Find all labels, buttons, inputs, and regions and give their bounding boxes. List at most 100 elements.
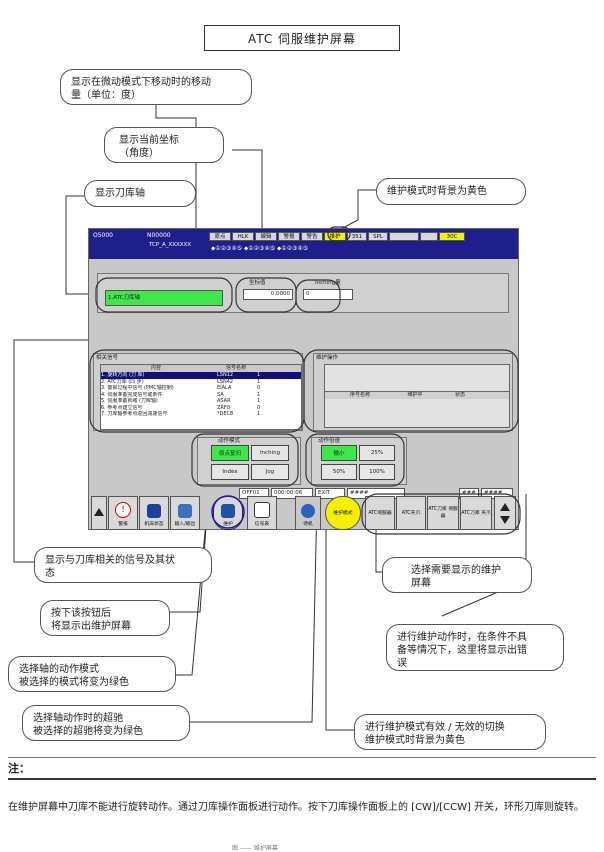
arrow-up-icon bbox=[94, 508, 104, 516]
maint-col-status: 状态 bbox=[454, 392, 465, 398]
callout-line: 被选择的模式将变为绿色 bbox=[19, 677, 129, 688]
arrow-down-icon bbox=[500, 515, 510, 524]
callout-current-coord: 显示当前坐标 （角度） bbox=[104, 127, 224, 163]
rule-top bbox=[8, 757, 596, 758]
callout-error-msg: 进行维护动作时，在条件不具 备等情况下，这里将显示出错 误 bbox=[386, 624, 564, 671]
note-title: 注： bbox=[8, 762, 30, 775]
maintenance-panel-title: 维护操作 bbox=[316, 355, 339, 361]
softkey-label: 警报 bbox=[118, 522, 128, 527]
coord-label: 坐标值 bbox=[249, 280, 266, 286]
signal-value: 1 bbox=[257, 391, 261, 398]
softkey-label: 机床状态 bbox=[144, 522, 164, 527]
prev-page-button[interactable] bbox=[91, 496, 107, 530]
jog-amount-input[interactable]: 0 bbox=[303, 289, 353, 300]
override-50-button[interactable]: 50% bbox=[321, 464, 357, 480]
mode-jog-button[interactable]: Jog bbox=[251, 464, 289, 480]
sub-title: TCP_A_XXXXXX bbox=[149, 242, 192, 248]
tab-blank-1 bbox=[389, 232, 419, 241]
arrow-up-icon bbox=[500, 502, 510, 511]
softkey-atc-mag-servo[interactable]: ATC刀库 伺服器 bbox=[427, 496, 459, 530]
callout-line: 显示在微动模式下移动时的移动 bbox=[71, 77, 211, 88]
softkey-maint-mode[interactable]: 维护模式 bbox=[325, 496, 361, 530]
override-100-button[interactable]: 100% bbox=[359, 464, 395, 480]
signal-name: ASAR bbox=[217, 398, 231, 404]
tab-warning[interactable]: 警告 bbox=[301, 232, 323, 241]
softkey-atc-gripper[interactable]: ATC夹爪 bbox=[396, 496, 426, 530]
tab-351[interactable]: 351 bbox=[347, 232, 367, 241]
program-number: O5000 bbox=[93, 232, 113, 239]
signal-content: 7. 刀库轴参考点返回减速信号 bbox=[101, 411, 168, 417]
softkey-label: ATC伺服器 bbox=[368, 510, 392, 516]
softkey-io[interactable]: 输入/输出 bbox=[170, 496, 200, 530]
callout-line: （角度） bbox=[119, 148, 159, 159]
callout-line: 备等情况下，这里将显示出错 bbox=[397, 645, 527, 656]
softkey-bar: ! 警报 机床状态 输入/输出 维护 信号表 待机 维护模式 ATC伺服器 bbox=[89, 496, 518, 530]
signal-content: 6. 参考点建立信号 bbox=[101, 404, 143, 411]
maintenance-table: 序号名称 维护中 状态 bbox=[324, 364, 510, 428]
softkey-atc-servo[interactable]: ATC伺服器 bbox=[365, 496, 395, 530]
callout-line: 维护模式时背景为黄色 bbox=[387, 186, 487, 197]
signal-value: 1 bbox=[257, 372, 261, 378]
tab-alarm[interactable]: 警报 bbox=[278, 232, 300, 241]
signal-table-header: 内容 信号名称 bbox=[101, 365, 301, 372]
callout-line: 选择需要显示的维护 bbox=[411, 565, 501, 576]
signal-content: 3. 警报过程中信号 (PMC轴控制) bbox=[101, 385, 174, 391]
tab-blank-2 bbox=[420, 232, 438, 241]
callout-press-button: 按下该按钮后 将显示出维护屏幕 bbox=[40, 600, 170, 636]
signal-table-icon bbox=[254, 502, 270, 518]
standby-icon bbox=[301, 504, 315, 518]
signal-row[interactable]: 1. 旋转方向 (刀 库) LSN12 1 bbox=[101, 372, 301, 379]
tab-edit[interactable]: 编辑 bbox=[255, 232, 277, 241]
callout-line: 屏幕 bbox=[411, 578, 431, 589]
callout-line: 维护模式时背景为黄色 bbox=[365, 735, 465, 746]
signal-name: LSN12 bbox=[217, 372, 234, 378]
maint-col-name: 序号名称 bbox=[349, 392, 370, 398]
mode-index-button[interactable]: Index bbox=[211, 464, 249, 480]
softkey-label: 维护 bbox=[223, 522, 233, 527]
io-icon bbox=[178, 504, 192, 518]
softkey-label: 输入/输出 bbox=[174, 522, 196, 527]
callout-line: 进行维护模式有效 / 无效的切换 bbox=[365, 722, 505, 733]
softkey-standby[interactable]: 待机 bbox=[295, 496, 321, 530]
callout-jog-amount: 显示在微动模式下移动时的移动 量（单位：度） bbox=[60, 69, 252, 105]
tab-hlk[interactable]: HLK bbox=[232, 232, 254, 241]
override-25-button[interactable]: 25% bbox=[359, 445, 395, 461]
softkey-label: ATC夹爪 bbox=[401, 510, 421, 516]
mode-panel-title: 动作模式 bbox=[218, 438, 241, 444]
callout-axis-mode: 选择轴的动作模式 被选择的模式将变为绿色 bbox=[8, 656, 176, 692]
sequence-number: N00000 bbox=[147, 232, 171, 239]
softkey-signal-table[interactable]: 信号表 bbox=[247, 496, 277, 530]
tab-spl[interactable]: SPL bbox=[368, 232, 388, 241]
signal-name: LSN42 bbox=[217, 378, 234, 385]
page-scroll-buttons[interactable] bbox=[494, 496, 516, 530]
callout-select-screen: 选择需要显示的维护 屏幕 bbox=[382, 557, 532, 593]
softkey-alarm[interactable]: ! 警报 bbox=[108, 496, 138, 530]
callout-line: 显示当前坐标 bbox=[119, 135, 179, 146]
mode-inching-button[interactable]: Inching bbox=[251, 445, 289, 461]
callout-line: 态 bbox=[45, 568, 55, 579]
softkey-atc-mag-gripper[interactable]: ATC刀库 夹爪 bbox=[460, 496, 492, 530]
signal-content: 1. 旋转方向 (刀 库) bbox=[101, 372, 145, 378]
mode-home-button[interactable]: 原点复归 bbox=[211, 445, 249, 461]
callout-line: 误 bbox=[397, 658, 407, 669]
signal-value: 1 bbox=[257, 411, 261, 417]
override-tiny-button[interactable]: 微小 bbox=[321, 445, 357, 461]
callout-line: 量（单位：度） bbox=[71, 90, 141, 101]
softkey-machine-status[interactable]: 机床状态 bbox=[139, 496, 169, 530]
callout-line: 选择轴动作时的超驰 bbox=[33, 713, 123, 724]
magazine-axis-field[interactable]: 1.ATC刀库轴 bbox=[105, 290, 223, 306]
coord-value: 0.0000 bbox=[243, 289, 293, 300]
callout-line: 被选择的超驰将变为绿色 bbox=[33, 726, 143, 737]
callout-line: 将显示出维护屏幕 bbox=[51, 621, 131, 632]
tab-origin[interactable]: 原点 bbox=[209, 232, 231, 241]
callout-line: 选择轴的动作模式 bbox=[19, 664, 99, 675]
jog-amount-label: Inching量 bbox=[315, 280, 341, 286]
